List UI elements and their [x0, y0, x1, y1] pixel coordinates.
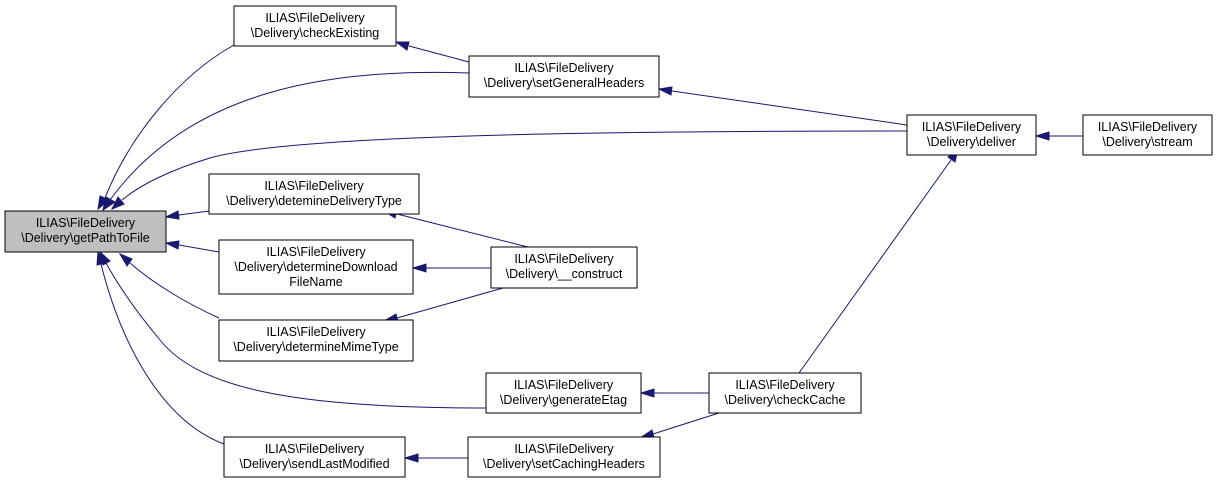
node-label-line: \Delivery\sendLastModified: [239, 457, 389, 471]
node-label-line: ILIAS\FileDelivery: [514, 442, 614, 456]
edge-stream-to-deliver: [1034, 131, 1083, 141]
node-checkCache[interactable]: ILIAS\FileDelivery \Delivery\checkCache: [708, 372, 862, 414]
node-label-line: ILIAS\FileDelivery: [265, 11, 365, 25]
node-label-line: ILIAS\FileDelivery: [265, 442, 365, 456]
node-checkExisting[interactable]: ILIAS\FileDelivery \Delivery\checkExisti…: [233, 5, 397, 47]
node-label-line: ILIAS\FileDelivery: [264, 179, 364, 193]
node-label-line: FileName: [289, 275, 343, 289]
edge-deliver-to-getPathToFile: [110, 130, 908, 210]
node-generateEtag[interactable]: ILIAS\FileDelivery \Delivery\generateEta…: [485, 372, 642, 414]
node-getPathToFile[interactable]: ILIAS\FileDelivery \Delivery\getPathToFi…: [4, 210, 167, 253]
edge-sendLastModified-to-getPathToFile: [96, 250, 225, 445]
edge-deliver-to-setGeneralHeaders: [657, 86, 908, 126]
node-label-line: ILIAS\FileDelivery: [266, 245, 366, 259]
node-label-line: \Delivery\__construct: [506, 267, 623, 281]
node-setCachingHeaders[interactable]: ILIAS\FileDelivery \Delivery\setCachingH…: [467, 436, 661, 478]
node-stream[interactable]: ILIAS\FileDelivery \Delivery\stream: [1082, 114, 1213, 156]
edge-determineMimeType-to-getPathToFile: [118, 252, 220, 319]
edge-checkCache-to-generateEtag: [639, 388, 709, 398]
edge-construct-to-determineDownloadFileName: [411, 263, 491, 273]
edge-setCachingHeaders-to-sendLastModified: [403, 453, 468, 463]
node-construct[interactable]: ILIAS\FileDelivery \Delivery\__construct: [490, 246, 638, 289]
edge-checkCache-to-deliver: [798, 147, 959, 374]
node-setGeneralHeaders[interactable]: ILIAS\FileDelivery \Delivery\setGeneralH…: [468, 55, 660, 98]
node-label-line: \Delivery\deliver: [927, 135, 1016, 149]
node-label-line: ILIAS\FileDelivery: [735, 378, 835, 392]
node-label-line: ILIAS\FileDelivery: [36, 216, 136, 230]
node-label-line: \Delivery\checkExisting: [251, 26, 380, 40]
node-label-line: ILIAS\FileDelivery: [514, 378, 614, 392]
node-label-line: \Delivery\stream: [1102, 135, 1192, 149]
node-label-line: \Delivery\getPathToFile: [21, 231, 150, 245]
edge-checkCache-to-setCachingHeaders: [638, 412, 720, 439]
node-label-line: ILIAS\FileDelivery: [1098, 120, 1198, 134]
node-sendLastModified[interactable]: ILIAS\FileDelivery \Delivery\sendLastMod…: [223, 436, 406, 478]
node-label-line: \Delivery\determineMimeType: [233, 340, 398, 354]
edge-determineDownloadFileName-to-getPathToFile: [164, 240, 220, 253]
node-determineDownloadFileName[interactable]: ILIAS\FileDelivery \Delivery\determineDo…: [218, 239, 414, 295]
node-label-line: \Delivery\setCachingHeaders: [483, 457, 645, 471]
node-determineMimeType[interactable]: ILIAS\FileDelivery \Delivery\determineMi…: [218, 319, 414, 362]
node-label-line: \Delivery\detemineDeliveryType: [226, 194, 402, 208]
node-detemineDeliveryType[interactable]: ILIAS\FileDelivery \Delivery\detemineDel…: [208, 173, 420, 215]
node-deliver[interactable]: ILIAS\FileDelivery \Delivery\deliver: [906, 114, 1037, 156]
edge-setGeneralHeaders-to-checkExisting: [394, 41, 470, 63]
node-label-line: \Delivery\determineDownload: [234, 260, 397, 274]
node-label-line: ILIAS\FileDelivery: [266, 325, 366, 339]
node-label-line: ILIAS\FileDelivery: [514, 252, 614, 266]
node-label-line: ILIAS\FileDelivery: [922, 120, 1022, 134]
node-label-line: ILIAS\FileDelivery: [514, 61, 614, 75]
edge-setGeneralHeaders-to-getPathToFile: [102, 71, 470, 212]
edge-detemineDeliveryType-to-getPathToFile: [164, 210, 210, 220]
node-label-line: \Delivery\setGeneralHeaders: [484, 76, 645, 90]
node-label-line: \Delivery\checkCache: [725, 393, 846, 407]
node-label-line: \Delivery\generateEtag: [500, 393, 627, 407]
